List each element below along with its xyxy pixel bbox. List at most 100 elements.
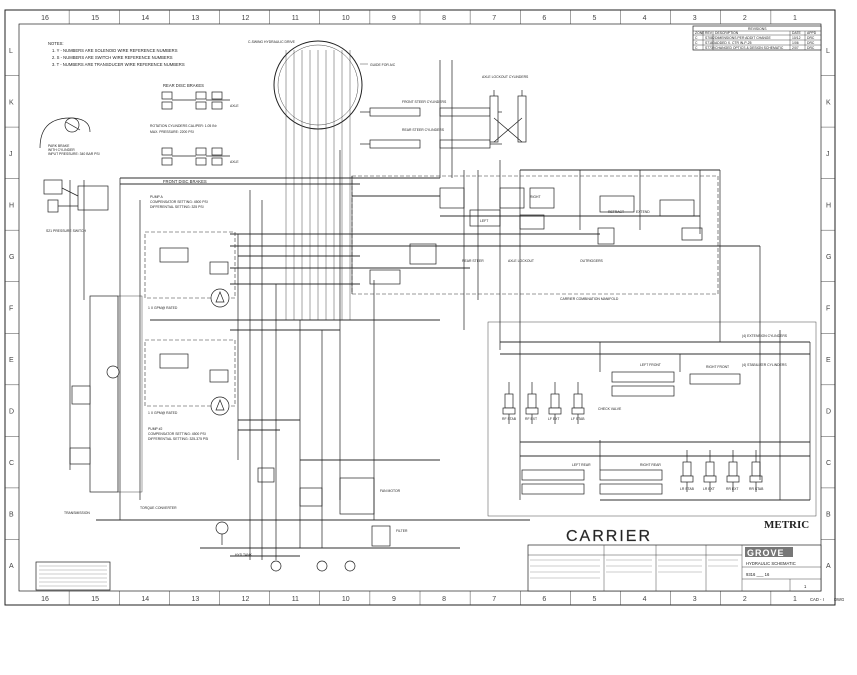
lf-ext: LF EXT: [548, 417, 560, 421]
rev-cell: ADDED X. CTR IN-P-25: [715, 41, 752, 45]
check-valve-label: CHECK VALVE: [598, 407, 622, 411]
brake-valve: S21 PRESSURE SWITCH: [43, 179, 109, 233]
axle-label-2: AXLE: [230, 160, 239, 164]
rev-cell: 1/06: [792, 41, 799, 45]
compensator-b-label: COMPENSATOR SETTING: 4500 PSI: [148, 432, 206, 436]
rev-col-2: DESCRIPTION: [715, 31, 739, 35]
lr-ext: LR EXT: [703, 487, 715, 491]
zone-row-D-left: D: [9, 409, 14, 416]
zone-row-H-right: H: [826, 202, 831, 209]
note-1: 1. Y - NUMBERS ARE SOLENOID WIRE REFEREN…: [52, 48, 178, 53]
zone-col-7-bottom: 7: [492, 596, 496, 603]
rr-stab: RR STAB: [749, 487, 764, 491]
dwg-footer: DWG: [834, 597, 844, 602]
rear-steer-cyl-label: REAR STEER CYLINDERS: [402, 128, 445, 132]
front-steer-cylinders: FRONT STEER CYLINDERS: [360, 100, 502, 117]
rev-cell: DRC: [807, 41, 815, 45]
right-rear-label: RIGHT REAR: [640, 463, 661, 467]
park-brake-sub: WITH CYLINDER: [48, 148, 75, 152]
carrier-title: CARRIER: [566, 528, 652, 545]
pump-a-label: PUMP A: [150, 195, 163, 199]
pressure-switch-label: S21 PRESSURE SWITCH: [46, 229, 86, 233]
zone-row-B-right: B: [826, 512, 831, 519]
rev-col-1: REV: [705, 31, 713, 35]
zone-row-H-left: H: [9, 202, 14, 209]
right-label: RIGHT: [530, 195, 541, 199]
pump-b: 1 X GPM@ RATED PUMP #2 COMPENSATOR SETTI…: [144, 339, 236, 441]
rev-col-4: APPD: [807, 31, 817, 35]
rev-cell: DRC: [807, 46, 815, 50]
rev-cell: C: [695, 41, 698, 45]
zone-col-6-bottom: 6: [542, 596, 546, 603]
left-label: LEFT: [480, 219, 488, 223]
zone-row-F-left: F: [9, 306, 13, 313]
front-disc-brakes: AXLE FRONT DISC BRAKES: [161, 147, 239, 184]
axle-lockout-label: AXLE LOCKOUT: [508, 259, 534, 263]
axle-lockout-cylinders: AXLE LOCKOUT CYLINDERS: [482, 75, 529, 143]
zone-row-J-right: J: [826, 151, 830, 158]
zone-row-G-right: G: [826, 254, 831, 261]
gpm-rated-1: 1 X GPM@ RATED: [148, 306, 178, 310]
drive-train: TORQUE CONVERTER TRANSMISSION: [64, 295, 177, 515]
tank-label: HYD TANK: [235, 553, 253, 557]
zone-row-D-right: D: [826, 409, 831, 416]
zone-row-L-left: L: [9, 48, 13, 55]
rf-stab: RF STAB: [502, 417, 517, 421]
right-front-label: RIGHT FRONT: [706, 365, 729, 369]
torque-converter-label: TORQUE CONVERTER: [140, 506, 177, 510]
rev-cell: DRC: [807, 36, 815, 40]
cad-footer: CAD - I: [810, 597, 824, 602]
company-logo: GROVE: [747, 548, 785, 558]
zone-labels: 1616151514141313121211111010998877665544…: [5, 10, 835, 605]
zone-col-9-top: 9: [392, 15, 396, 22]
differential-a-label: DIFFERENTIAL SETTING: 325 PSI: [150, 205, 204, 209]
zone-col-1-bottom: 1: [793, 596, 797, 603]
transmission-label: TRANSMISSION: [64, 511, 90, 515]
axle-label-1: AXLE: [230, 104, 239, 108]
zone-row-K-left: K: [9, 99, 14, 106]
zone-col-8-top: 8: [442, 15, 446, 22]
lf-stab: LF STAB: [571, 417, 585, 421]
compensator-a-label: COMPENSATOR SETTING: 4500 PSI: [150, 200, 208, 204]
zone-col-4-top: 4: [643, 15, 647, 22]
rev-cell: C: [695, 36, 698, 40]
zone-row-K-right: K: [826, 99, 831, 106]
swing-drive: C-SWING HYDRAULIC DRIVE GUIDE FOR A/C: [248, 40, 396, 320]
zone-col-5-bottom: 5: [592, 596, 596, 603]
note-3: 3. T - NUMBERS ARE TRANSDUCER WIRE REFER…: [52, 62, 185, 67]
park-brake-label: PARK BRAKE: [48, 144, 70, 148]
carrier-manifold-label: CARRIER COMBINATION MANIFOLD: [560, 297, 619, 301]
zone-col-13-top: 13: [191, 15, 199, 22]
input-pressure-label: INPUT PRESSURE: 340 BAR PSI: [48, 152, 100, 156]
zone-row-F-right: F: [826, 306, 830, 313]
zone-col-16-bottom: 16: [41, 596, 49, 603]
notes-block: NOTES: 1. Y - NUMBERS ARE SOLENOID WIRE …: [48, 41, 185, 67]
zone-row-B-left: B: [9, 512, 14, 519]
fan-motor-label: FAN MOTOR: [380, 489, 401, 493]
zone-col-16-top: 16: [41, 15, 49, 22]
extend-label: EXTEND: [636, 210, 650, 214]
rev-cell: S7739: [705, 46, 715, 50]
zone-col-8-bottom: 8: [442, 596, 446, 603]
zone-row-C-left: C: [9, 460, 14, 467]
drawing-number: 9316 ___ 16: [746, 572, 770, 577]
zone-col-5-top: 5: [592, 15, 596, 22]
rev-cell: 2/07: [792, 46, 799, 50]
ext-cyl-label: (4) EXTENSION CYLINDERS: [742, 334, 788, 338]
zone-col-11-bottom: 11: [292, 596, 299, 603]
differential-b-label: DIFFERENTIAL SETTING: 325-375 PSI: [148, 437, 208, 441]
lr-stab: LR STAB: [680, 487, 695, 491]
rev-cell: 10/12: [792, 36, 801, 40]
filter-label: FILTER: [396, 529, 408, 533]
zone-col-12-bottom: 12: [242, 596, 250, 603]
zone-col-2-top: 2: [743, 15, 747, 22]
revisions-header: REVISIONS: [748, 27, 767, 31]
zone-col-6-top: 6: [542, 15, 546, 22]
notes-title: NOTES:: [48, 41, 64, 46]
zone-col-13-bottom: 13: [191, 596, 199, 603]
rr-ext: RR EXT: [726, 487, 738, 491]
left-front-label: LEFT FRONT: [640, 363, 661, 367]
zone-row-E-left: E: [9, 357, 14, 364]
